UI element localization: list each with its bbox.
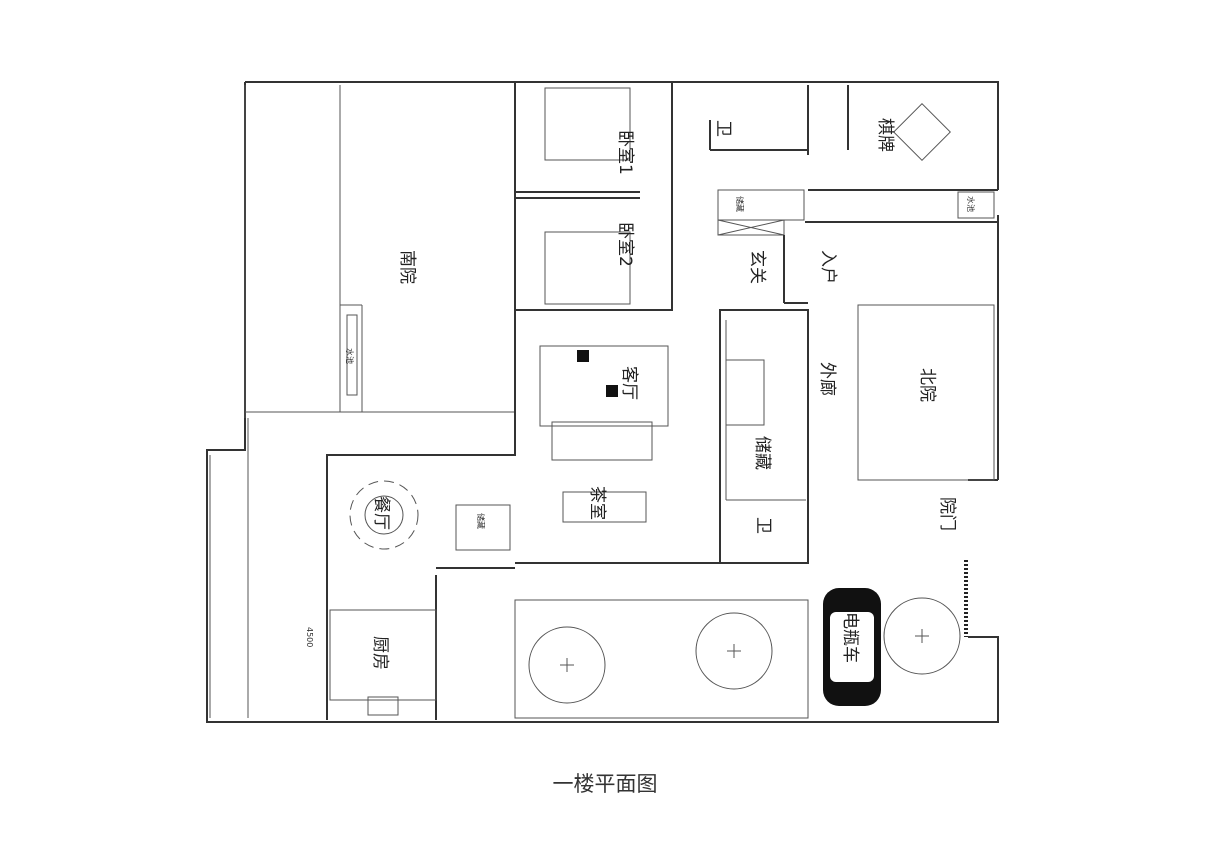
label-bedroom2: 卧室2 — [615, 222, 635, 267]
label-toilet-bottom: 卫 — [753, 517, 773, 534]
label-entry: 入户 — [818, 250, 838, 284]
label-kitchen: 厨房 — [370, 636, 390, 670]
label-toilet-top: 卫 — [713, 120, 733, 137]
label-pool-south: 水池 — [345, 348, 355, 364]
dimension-label: 4500 — [305, 627, 314, 647]
label-corridor: 外廊 — [817, 362, 837, 396]
label-north-yard: 北院 — [917, 368, 937, 402]
walls — [206, 81, 999, 723]
label-south-yard: 南院 — [397, 250, 417, 284]
label-ev: 电瓶车 — [840, 612, 860, 663]
label-storage-top: 储藏 — [735, 196, 745, 212]
label-storage-mid: 储藏 — [752, 436, 772, 470]
label-dining: 餐厅 — [371, 496, 391, 530]
label-living: 客厅 — [619, 366, 639, 400]
label-yard-gate: 院门 — [937, 497, 957, 531]
label-mahjong: 棋牌 — [875, 118, 895, 152]
label-storage-small: 储藏 — [476, 513, 486, 529]
label-bedroom1: 卧室1 — [615, 130, 635, 175]
label-pool-north: 水池 — [966, 196, 976, 212]
label-foyer: 玄关 — [747, 250, 767, 284]
label-tea-room: 茶室 — [587, 486, 607, 520]
room-labels: 南院 水池 卧室1 卧室2 卫 棋牌 储藏 水池 玄关 入户 客厅 外廊 北院 … — [305, 118, 976, 670]
plan-title: 一楼平面图 — [552, 772, 658, 796]
